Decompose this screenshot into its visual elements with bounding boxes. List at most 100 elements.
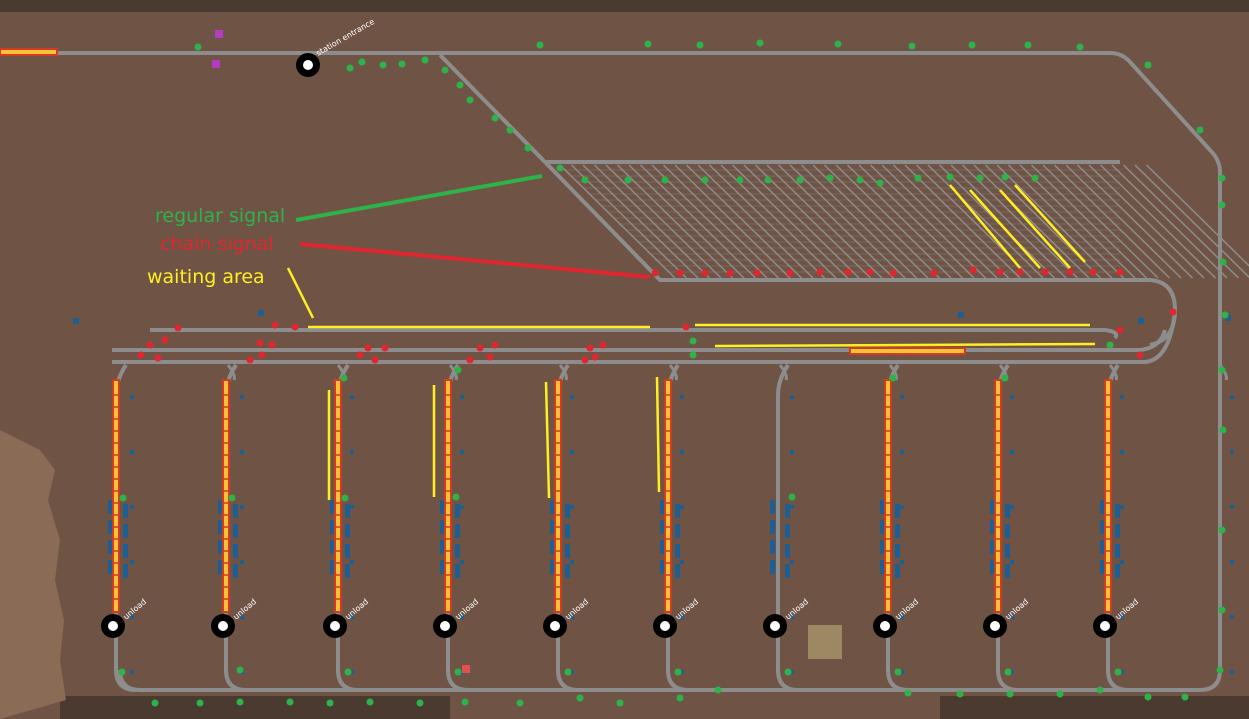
inserter [455, 524, 460, 538]
rail-signal-icon [784, 668, 792, 676]
rail-signal-icon [914, 174, 922, 182]
train-stop-center [550, 621, 560, 631]
rail-signal-icon [398, 60, 406, 68]
inserter [880, 520, 885, 534]
rail-signal-icon [856, 176, 864, 184]
inserter [660, 520, 665, 534]
rail-signal-icon [151, 699, 159, 707]
chain-signal-icon [1169, 308, 1177, 316]
train-icon[interactable] [0, 48, 58, 56]
chain-signal-icon [816, 268, 824, 276]
chain-signal-icon [866, 268, 874, 276]
train-icon[interactable] [994, 379, 1002, 613]
stacker-rail [996, 164, 1113, 279]
stacker-rail [835, 164, 952, 279]
chain-signal-icon [1136, 351, 1144, 359]
unload-stop[interactable]: unload [433, 597, 480, 638]
chain-signal-icon [371, 356, 379, 364]
map-top-edge [0, 0, 1249, 12]
inserter [1115, 544, 1120, 558]
power-pole [790, 395, 794, 399]
train-stop-center [303, 60, 313, 70]
power-pole [240, 615, 244, 619]
rail-signal-icon [344, 668, 352, 676]
rail-signal-icon [689, 351, 697, 359]
inserter [218, 540, 223, 554]
stacker-rail [823, 164, 941, 279]
inserter [880, 500, 885, 514]
train-icon[interactable] [554, 379, 562, 613]
branch-return [668, 364, 678, 381]
inserter [770, 540, 775, 554]
power-pole [130, 560, 134, 564]
chain-signal-icon [1116, 268, 1124, 276]
stacker-rail [1076, 164, 1194, 279]
rail-signal-icon [956, 690, 964, 698]
rail-signal-icon [236, 666, 244, 674]
regular-signal-pointer [295, 174, 543, 222]
rail-signal-icon [228, 494, 236, 502]
station-entrance[interactable]: station entrance [296, 17, 376, 77]
train-icon[interactable] [444, 379, 452, 613]
train-stop-center [218, 621, 228, 631]
stacker-rail [1030, 164, 1148, 279]
inserter [660, 560, 665, 574]
train-icon[interactable] [334, 379, 342, 613]
rail-signal-icon [286, 698, 294, 706]
stacker-rail [697, 164, 814, 279]
train-icon[interactable] [884, 379, 892, 613]
stacker-rail [1134, 164, 1249, 279]
unload-stop[interactable]: unload [763, 597, 810, 638]
stacker-rail [731, 164, 849, 279]
stacker-rail [1122, 164, 1240, 279]
power-pole [240, 505, 244, 509]
power-poles [73, 310, 1234, 674]
stacker-rail [1099, 164, 1217, 279]
rail-signal-icon [1024, 41, 1032, 49]
inserter [1005, 524, 1010, 538]
stacker-rail [1042, 164, 1159, 279]
inserter [565, 544, 570, 558]
rail-signal-icon [714, 686, 722, 694]
inserter [770, 520, 775, 534]
rail-signal-icon [119, 494, 127, 502]
chain-signal-icon [586, 344, 594, 352]
inserter [660, 500, 665, 514]
power-pole [350, 560, 354, 564]
unload-stop[interactable]: unload [543, 597, 590, 638]
power-pole [790, 615, 794, 619]
unload-stop[interactable]: unload [653, 597, 700, 638]
inserter [108, 520, 113, 534]
unload-stop[interactable]: unload [983, 597, 1030, 638]
power-pole [1010, 505, 1014, 509]
unload-stop[interactable]: unload [873, 597, 920, 638]
stacker-rail [662, 164, 780, 279]
rail-signal-icon [661, 176, 669, 184]
stacker-rail [1019, 164, 1136, 279]
stacker-rail [559, 164, 676, 279]
train-icon[interactable] [849, 347, 966, 355]
chain-signal-icon [154, 354, 162, 362]
inserter [345, 524, 350, 538]
unload-stop[interactable]: unload [1093, 597, 1140, 638]
rail-signal-icon [1096, 686, 1104, 694]
train-icon[interactable] [222, 379, 230, 613]
rail-signal-icon [904, 689, 912, 697]
rail-signal-icon [454, 366, 462, 374]
power-pole [900, 670, 904, 674]
train-icon[interactable] [112, 379, 120, 613]
train-icon[interactable] [664, 379, 672, 613]
stacker-rail [973, 164, 1090, 279]
train-icon[interactable] [1104, 379, 1112, 613]
stacker-rail [685, 164, 803, 279]
rail-signal-icon [676, 694, 684, 702]
rail-signal-icon [1001, 374, 1009, 382]
unload-stop[interactable]: unload [211, 597, 258, 638]
inserter [895, 544, 900, 558]
rail-signal-icon [358, 58, 366, 66]
marker-red [462, 665, 470, 673]
stacker-rail [639, 164, 757, 279]
power-pole [240, 395, 244, 399]
unload-stop[interactable]: unload [101, 597, 148, 638]
unload-stop[interactable]: unload [323, 597, 370, 638]
